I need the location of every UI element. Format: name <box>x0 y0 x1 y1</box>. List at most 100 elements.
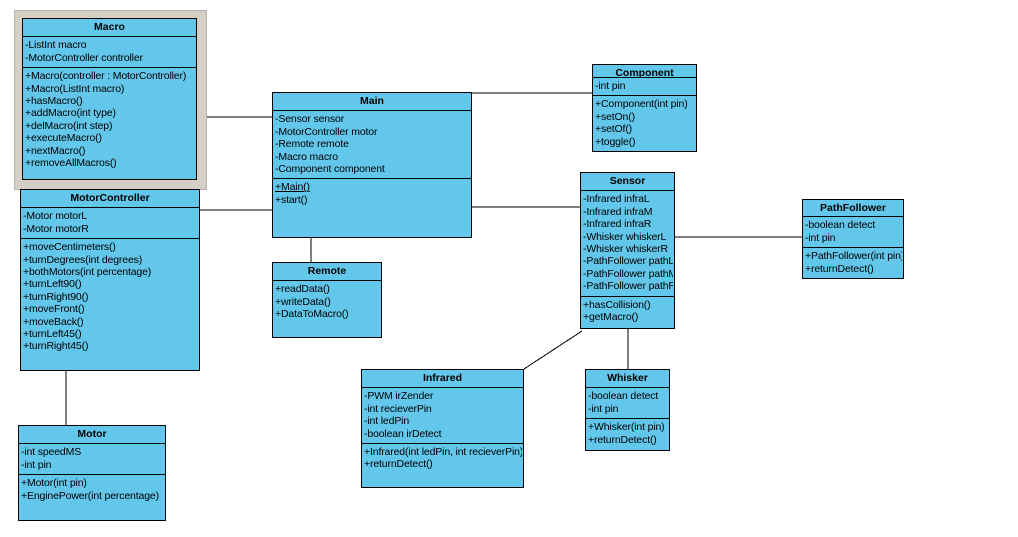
operation: +Infrared(int ledPin, int recieverPin) <box>364 446 522 459</box>
operation: +executeMacro() <box>25 132 102 145</box>
class-box-remote[interactable]: Remote+readData()+writeData()+DataToMacr… <box>272 262 382 338</box>
attributes-compartment-pathfollower: -boolean detect-int pin <box>803 217 903 249</box>
attribute: -Sensor sensor <box>275 113 345 126</box>
attribute: -Motor motorL <box>23 210 87 223</box>
operation: +hasCollision() <box>583 298 651 311</box>
operation: +addMacro(int type) <box>25 107 116 120</box>
operation: +nextMacro() <box>25 144 86 157</box>
attribute: -int pin <box>588 402 619 415</box>
class-name-main: Main <box>273 93 471 112</box>
operation: +returnDetect() <box>364 458 433 471</box>
operation: +returnDetect() <box>805 262 874 275</box>
operation: +moveFront() <box>23 303 85 316</box>
operation: +setOn() <box>595 110 635 123</box>
class-name-component: Component <box>593 65 696 78</box>
class-box-motorcontroller[interactable]: MotorController-Motor motorL-Motor motor… <box>20 189 200 371</box>
operation: +turnDegrees(int degrees) <box>23 253 143 266</box>
operations-compartment-pathfollower: +PathFollower(int pin)+returnDetect() <box>803 248 903 278</box>
compartment-filler <box>19 505 165 520</box>
operations-compartment-main: +Main()+start() <box>273 179 471 209</box>
class-name-pathfollower: PathFollower <box>803 200 903 218</box>
class-box-macro[interactable]: Macro-ListInt macro-MotorController cont… <box>22 18 197 180</box>
attribute: -PWM irZender <box>364 390 434 403</box>
operation: +Main() <box>275 181 310 194</box>
attribute: -PathFollower pathL <box>583 255 673 268</box>
class-box-infrared[interactable]: Infrared-PWM irZender-int recieverPin-in… <box>361 369 524 488</box>
attribute: -PathFollower pathM <box>583 267 673 280</box>
class-box-sensor[interactable]: Sensor-Infrared infraL-Infrared infraM-I… <box>580 172 675 329</box>
attribute: -MotorController motor <box>275 125 378 138</box>
attribute: -boolean irDetect <box>364 427 442 440</box>
operation: +turnLeft45() <box>23 328 82 341</box>
operations-compartment-macro: +Macro(controller : MotorController)+Mac… <box>23 68 196 172</box>
operation: +Motor(int pin) <box>21 477 87 490</box>
attribute: -Motor motorR <box>23 222 89 235</box>
attribute: -Component component <box>275 163 385 176</box>
attributes-compartment-infrared: -PWM irZender-int recieverPin-int ledPin… <box>362 388 523 445</box>
attribute: -int pin <box>21 458 52 471</box>
compartment-filler <box>23 172 196 179</box>
class-box-component[interactable]: Component-int pin+Component(int pin)+set… <box>592 64 697 152</box>
operation: +setOf() <box>595 123 633 136</box>
class-name-motor: Motor <box>19 426 165 445</box>
attributes-compartment-motor: -int speedMS-int pin <box>19 444 165 476</box>
compartment-filler <box>586 449 669 450</box>
attributes-compartment-whisker: -boolean detect-int pin <box>586 388 669 420</box>
operation: +Whisker(int pin) <box>588 421 665 434</box>
compartment-filler <box>273 209 471 237</box>
attribute: -Infrared infraM <box>583 205 653 218</box>
attribute: -MotorController controller <box>25 51 143 64</box>
attribute: -Whisker whiskerR <box>583 243 668 256</box>
compartment-filler <box>362 474 523 487</box>
attribute: -int ledPin <box>364 415 410 428</box>
operation: +turnRight90() <box>23 290 89 303</box>
attribute: -int speedMS <box>21 446 82 459</box>
operation: +removeAllMacros() <box>25 157 117 170</box>
class-box-whisker[interactable]: Whisker-boolean detect-int pin+Whisker(i… <box>585 369 670 451</box>
operation: +start() <box>275 193 308 206</box>
association-sensor-infrared[interactable] <box>523 330 583 370</box>
operation: +getMacro() <box>583 311 639 324</box>
operations-compartment-motorcontroller: +moveCentimeters()+turnDegrees(int degre… <box>21 239 199 356</box>
attributes-compartment-macro: -ListInt macro-MotorController controlle… <box>23 37 196 69</box>
operation: +turnRight45() <box>23 340 89 353</box>
operation: +bothMotors(int percentage) <box>23 266 152 279</box>
attribute: -Macro macro <box>275 150 338 163</box>
attributes-compartment-sensor: -Infrared infraL-Infrared infraM-Infrare… <box>581 191 674 297</box>
operations-compartment-remote: +readData()+writeData()+DataToMacro() <box>273 281 381 323</box>
operations-compartment-sensor: +hasCollision()+getMacro() <box>581 297 674 327</box>
operation: +Macro(controller : MotorController) <box>25 70 187 83</box>
class-name-motorcontroller: MotorController <box>21 190 199 209</box>
attribute: -boolean detect <box>805 219 876 232</box>
attributes-compartment-main: -Sensor sensor-MotorController motor-Rem… <box>273 111 471 180</box>
attribute: -Infrared infraR <box>583 218 652 231</box>
attribute: -Remote remote <box>275 138 349 151</box>
class-name-macro: Macro <box>23 19 196 38</box>
compartment-filler <box>581 326 674 328</box>
class-box-pathfollower[interactable]: PathFollower-boolean detect-int pin+Path… <box>802 199 904 279</box>
operation: +EnginePower(int percentage) <box>21 489 159 502</box>
operation: +moveBack() <box>23 315 84 328</box>
operation: +DataToMacro() <box>275 308 349 321</box>
attribute: -PathFollower pathR <box>583 280 673 293</box>
operation: +toggle() <box>595 135 636 148</box>
operation: +PathFollower(int pin) <box>805 250 902 263</box>
class-name-remote: Remote <box>273 263 381 282</box>
compartment-filler <box>273 324 381 337</box>
class-box-motor[interactable]: Motor-int speedMS-int pin+Motor(int pin)… <box>18 425 166 521</box>
operations-compartment-motor: +Motor(int pin)+EnginePower(int percenta… <box>19 475 165 505</box>
operations-compartment-whisker: +Whisker(int pin)+returnDetect() <box>586 419 669 449</box>
class-box-main[interactable]: Main-Sensor sensor-MotorController motor… <box>272 92 472 238</box>
operations-compartment-infrared: +Infrared(int ledPin, int recieverPin)+r… <box>362 444 523 474</box>
operation: +Component(int pin) <box>595 98 688 111</box>
attribute: -int pin <box>805 231 836 244</box>
class-name-infrared: Infrared <box>362 370 523 389</box>
attribute: -Whisker whiskerL <box>583 230 667 243</box>
attribute: -Infrared infraL <box>583 193 650 206</box>
class-name-whisker: Whisker <box>586 370 669 389</box>
attribute: -int recieverPin <box>364 402 432 415</box>
operations-compartment-component: +Component(int pin)+setOn()+setOf()+togg… <box>593 96 696 151</box>
class-name-sensor: Sensor <box>581 173 674 192</box>
